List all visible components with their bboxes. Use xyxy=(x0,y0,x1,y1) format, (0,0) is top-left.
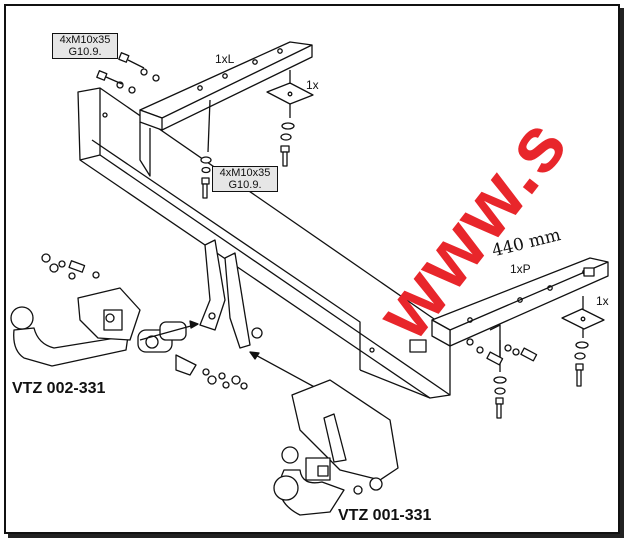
bolt-spec-top-line1: 4xM10x35 xyxy=(59,34,111,46)
bolt-spec-mid-line2: G10.9. xyxy=(228,179,262,191)
bracket-left xyxy=(139,41,313,177)
bolt-spec-top: 4xM10x35 G10.9. xyxy=(52,33,118,59)
plate-top xyxy=(266,70,314,167)
bracket-right-qty: 1xP xyxy=(510,262,531,276)
bolt-set-mid xyxy=(200,99,212,199)
model-code-detachable: VTZ 001-331 xyxy=(338,507,432,524)
bolt-set-right xyxy=(466,338,538,419)
main-crossbar xyxy=(77,87,451,399)
drop-plates xyxy=(199,239,263,349)
model-code-fixed: VTZ 002-331 xyxy=(12,380,106,397)
tow-ball-fixed xyxy=(10,287,197,376)
bolt-spec-mid: 4xM10x35 G10.9. xyxy=(212,166,278,192)
plate-right xyxy=(561,296,605,387)
bracket-left-qty: 1xL xyxy=(215,52,235,66)
bolt-set-left xyxy=(41,253,248,390)
tow-ball-detachable xyxy=(273,379,399,516)
assembly-arrows xyxy=(139,320,321,391)
plate-top-qty: 1x xyxy=(306,78,319,92)
plate-right-qty: 1x xyxy=(596,294,609,308)
bolt-set-top xyxy=(96,52,160,94)
bracket-right xyxy=(431,257,609,360)
bolt-spec-top-line2: G10.9. xyxy=(68,46,102,58)
bolt-spec-mid-line1: 4xM10x35 xyxy=(219,167,271,179)
